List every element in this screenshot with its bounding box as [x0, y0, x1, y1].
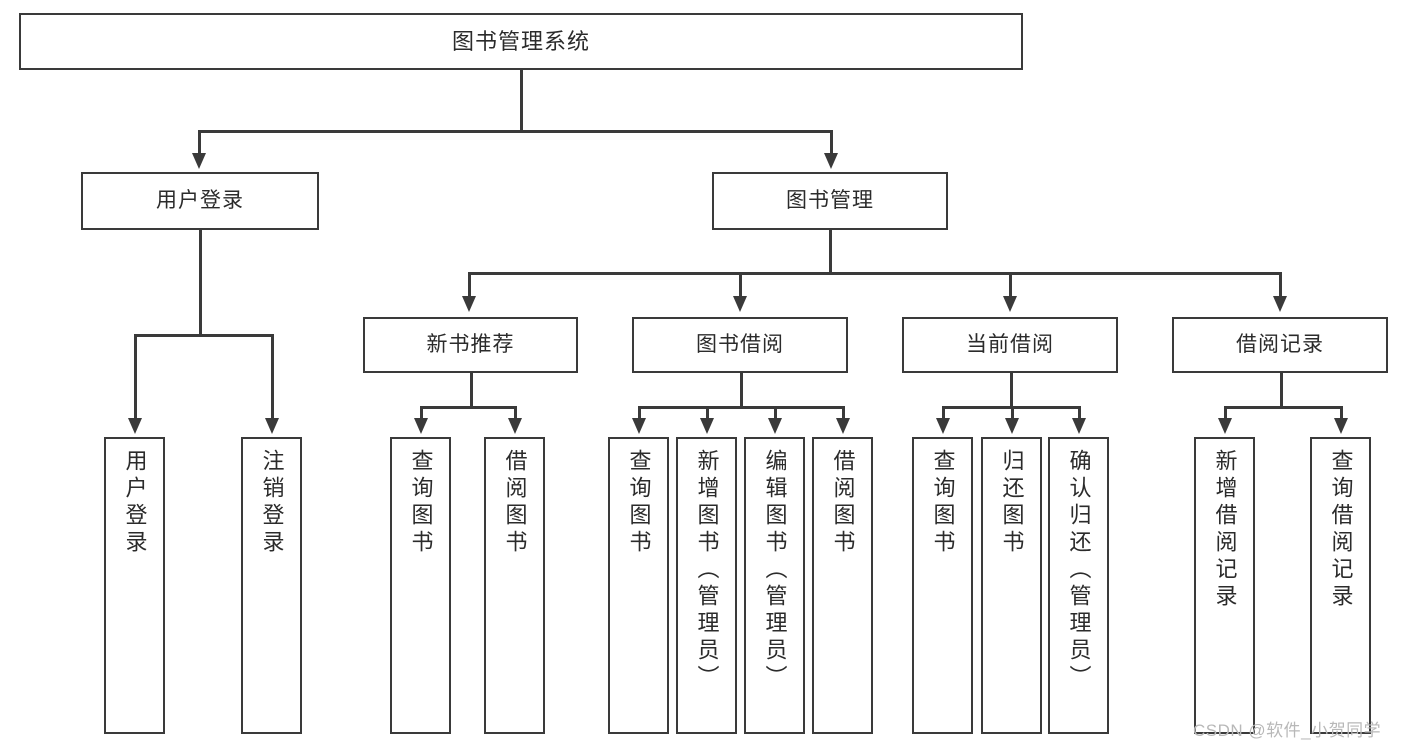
arrow-into-cb-leaf-0 [936, 418, 950, 434]
leaf-query-book-nbr[interactable]: 查询图书 [390, 437, 451, 734]
node-label: 借阅图书 [830, 449, 856, 557]
connector-bb-to-leaf-2 [774, 406, 777, 420]
leaf-logout[interactable]: 注销登录 [241, 437, 302, 734]
arrow-into-user-login [192, 153, 206, 169]
arrow-into-book-mgmt [824, 153, 838, 169]
connector-nbr-to-leaf-0 [420, 406, 423, 420]
arrow-into-br-leaf-1 [1334, 418, 1348, 434]
arrow-into-leaf-logout [265, 418, 279, 434]
connector-root-to-book-mgmt [830, 130, 833, 156]
connector-nbr-to-leaf-1 [514, 406, 517, 420]
leaf-query-borrow-record[interactable]: 查询借阅记录 [1310, 437, 1371, 734]
node-borrow-record[interactable]: 借阅记录 [1172, 317, 1388, 373]
connector-nbr-bus [420, 406, 516, 409]
connector-bb-to-leaf-1 [706, 406, 709, 420]
connector-cb-to-leaf-0 [942, 406, 945, 420]
node-label: 用户登录 [122, 449, 148, 557]
node-label: 查询图书 [408, 449, 434, 557]
connector-root-bus [198, 130, 832, 133]
connector-user-login-to-leaf-0 [134, 334, 137, 420]
connector-br-stem [1280, 373, 1283, 408]
connector-root-stem [520, 70, 523, 132]
node-label: 查询图书 [930, 449, 956, 557]
node-label: 归还图书 [999, 449, 1025, 557]
node-label: 确认归还（管理员） [1066, 449, 1092, 692]
node-book-borrow[interactable]: 图书借阅 [632, 317, 848, 373]
connector-book-mgmt-to-l2-0 [468, 272, 471, 298]
connector-bb-to-leaf-0 [638, 406, 641, 420]
arrow-into-br-leaf-0 [1218, 418, 1232, 434]
node-label: 新书推荐 [426, 332, 515, 356]
node-label: 借阅记录 [1236, 332, 1324, 356]
arrow-into-bb-leaf-0 [632, 418, 646, 434]
node-label: 编辑图书（管理员） [762, 449, 788, 692]
connector-book-mgmt-bus [468, 272, 1280, 275]
connector-bb-bus [638, 406, 844, 409]
leaf-borrow-book-nbr[interactable]: 借阅图书 [484, 437, 545, 734]
connector-book-mgmt-to-l2-3 [1279, 272, 1282, 298]
leaf-add-book-admin[interactable]: 新增图书（管理员） [676, 437, 737, 734]
arrow-into-borrow-record [1273, 296, 1287, 312]
connector-br-bus [1224, 406, 1342, 409]
arrow-into-bb-leaf-3 [836, 418, 850, 434]
node-current-borrow[interactable]: 当前借阅 [902, 317, 1118, 373]
node-label: 用户登录 [156, 188, 244, 212]
arrow-into-cb-leaf-1 [1005, 418, 1019, 434]
connector-bb-stem [740, 373, 743, 408]
arrow-into-book-borrow [733, 296, 747, 312]
arrow-into-bb-leaf-1 [700, 418, 714, 434]
connector-book-mgmt-to-l2-1 [739, 272, 742, 298]
leaf-query-book-bb[interactable]: 查询图书 [608, 437, 669, 734]
leaf-confirm-return-admin[interactable]: 确认归还（管理员） [1048, 437, 1109, 734]
arrow-into-new-book-recommend [462, 296, 476, 312]
node-label: 注销登录 [259, 449, 285, 557]
node-new-book-recommend[interactable]: 新书推荐 [363, 317, 578, 373]
csdn-watermark: CSDN @软件_小贺同学 [1193, 721, 1382, 740]
node-label: 借阅图书 [502, 449, 528, 557]
connector-bb-to-leaf-3 [842, 406, 845, 420]
connector-book-mgmt-to-l2-2 [1009, 272, 1012, 298]
arrow-into-cb-leaf-2 [1072, 418, 1086, 434]
arrow-into-nbr-leaf-1 [508, 418, 522, 434]
node-user-login[interactable]: 用户登录 [81, 172, 319, 230]
connector-root-to-user-login [198, 130, 201, 156]
arrow-into-leaf-user-login [128, 418, 142, 434]
connector-user-login-to-leaf-1 [271, 334, 274, 420]
connector-book-mgmt-stem [829, 230, 832, 274]
node-book-management[interactable]: 图书管理 [712, 172, 948, 230]
connector-cb-to-leaf-2 [1078, 406, 1081, 420]
connector-br-to-leaf-1 [1340, 406, 1343, 420]
leaf-return-book[interactable]: 归还图书 [981, 437, 1042, 734]
node-label: 新增图书（管理员） [694, 449, 720, 692]
node-label: 图书管理系统 [451, 28, 590, 54]
connector-user-login-stem [199, 230, 202, 336]
node-label: 当前借阅 [966, 332, 1054, 356]
node-label: 图书借阅 [696, 332, 784, 356]
node-label: 图书管理 [786, 188, 874, 212]
arrow-into-nbr-leaf-0 [414, 418, 428, 434]
arrow-into-bb-leaf-2 [768, 418, 782, 434]
connector-cb-to-leaf-1 [1011, 406, 1014, 420]
node-label: 查询图书 [626, 449, 652, 557]
leaf-borrow-book-bb[interactable]: 借阅图书 [812, 437, 873, 734]
connector-nbr-stem [470, 373, 473, 408]
node-root-book-management-system[interactable]: 图书管理系统 [19, 13, 1023, 70]
connector-br-to-leaf-0 [1224, 406, 1227, 420]
node-label: 新增借阅记录 [1212, 449, 1238, 611]
leaf-user-login[interactable]: 用户登录 [104, 437, 165, 734]
leaf-query-book-cb[interactable]: 查询图书 [912, 437, 973, 734]
leaf-add-borrow-record[interactable]: 新增借阅记录 [1194, 437, 1255, 734]
connector-cb-stem [1010, 373, 1013, 408]
leaf-edit-book-admin[interactable]: 编辑图书（管理员） [744, 437, 805, 734]
arrow-into-current-borrow [1003, 296, 1017, 312]
node-label: 查询借阅记录 [1328, 449, 1354, 611]
connector-user-login-bus [134, 334, 273, 337]
